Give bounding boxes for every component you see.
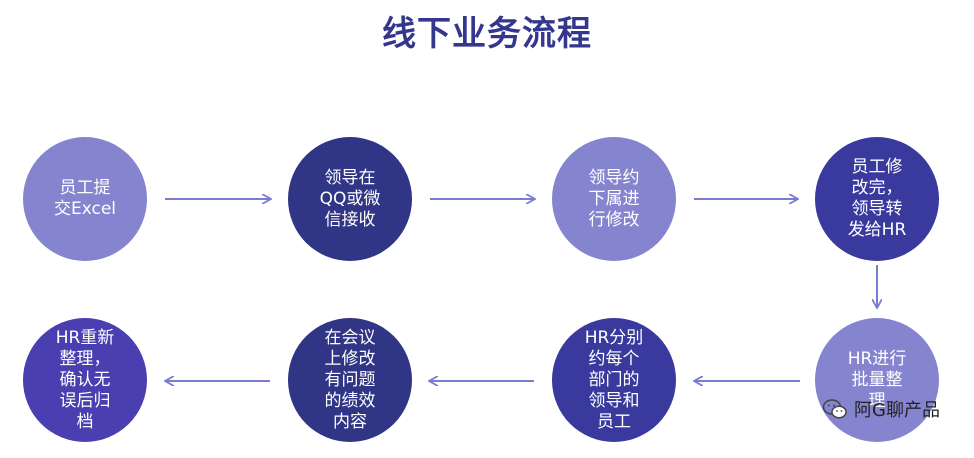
step-node-6: HR分别 约每个 部门的 领导和 员工 — [552, 318, 676, 442]
step-label-4: 员工修 改完， 领导转 发给HR — [847, 157, 907, 240]
step-label-6: HR分别 约每个 部门的 领导和 员工 — [584, 327, 644, 432]
step-label-3: 领导约 下属进 行修改 — [588, 167, 640, 230]
step-label-5: HR进行 批量整 理 — [847, 348, 907, 411]
step-node-7: 在会议 上修改 有问题 的绩效 内容 — [288, 318, 412, 442]
step-node-1: 员工提 交Excel — [23, 137, 147, 261]
watermark-text: 阿G聊产品 — [854, 400, 940, 421]
step-label-7: 在会议 上修改 有问题 的绩效 内容 — [324, 327, 376, 432]
step-node-4: 员工修 改完， 领导转 发给HR — [815, 137, 939, 261]
wechat-icon — [822, 399, 847, 419]
step-node-2: 领导在 QQ或微 信接收 — [288, 137, 412, 261]
step-node-5: HR进行 批量整 理 — [815, 318, 939, 442]
step-label-2: 领导在 QQ或微 信接收 — [319, 167, 381, 230]
step-label-8: HR重新 整理， 确认无 误后归 档 — [55, 327, 115, 432]
page-title: 线下业务流程 — [382, 14, 592, 54]
step-label-1: 员工提 交Excel — [53, 178, 117, 219]
step-node-8: HR重新 整理， 确认无 误后归 档 — [23, 318, 147, 442]
step-node-3: 领导约 下属进 行修改 — [552, 137, 676, 261]
watermark: 阿G聊产品 — [822, 396, 940, 422]
